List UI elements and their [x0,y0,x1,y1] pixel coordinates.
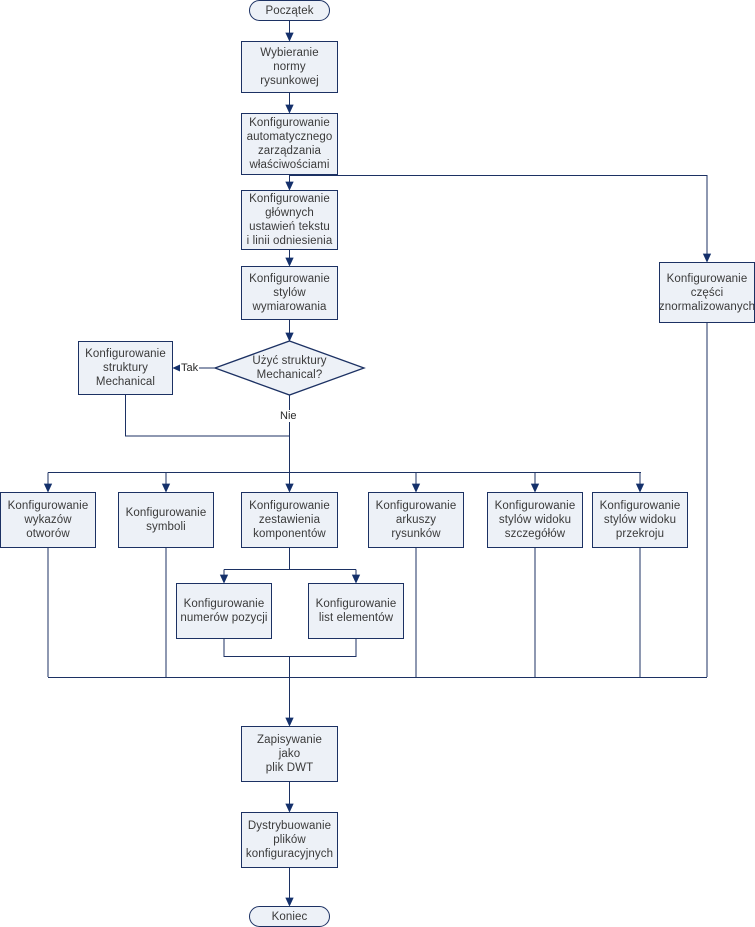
node-configure-auto-property-management[interactable]: Konfigurowanie automatycznego zarządzani… [241,113,338,175]
node-configure-detail-view-styles[interactable]: Konfigurowanie stylów widoku szczegółów [487,492,583,548]
node-start[interactable]: Początek [249,0,330,21]
node-save-as-dwt[interactable]: Zapisywanie jako plik DWT [241,726,338,782]
node-configure-section-view-styles[interactable]: Konfigurowanie stylów widoku przekroju [592,492,688,548]
node-configure-text-and-leader-settings[interactable]: Konfigurowanie głównych ustawień tekstu … [241,190,338,250]
node-distribute-config-files[interactable]: Dystrybuowanie plików konfiguracyjnych [241,812,338,868]
node-configure-symbols[interactable]: Konfigurowanie symboli [118,492,214,548]
node-configure-balloon-numbers[interactable]: Konfigurowanie numerów pozycji [176,583,272,639]
edge-label-no: Nie [279,410,298,422]
node-configure-element-lists[interactable]: Konfigurowanie list elementów [308,583,404,639]
node-configure-parts-list[interactable]: Konfigurowanie zestawienia komponentów [241,492,338,548]
node-configure-drawing-sheets[interactable]: Konfigurowanie arkuszy rysunków [368,492,464,548]
decision-label: Użyć struktury Mechanical? [252,355,327,381]
node-configure-mechanical-structure[interactable]: Konfigurowanie struktury Mechanical [78,341,173,395]
decision-diamond-shape [213,340,366,396]
edge-label-yes: Tak [180,362,200,374]
node-select-drawing-standard[interactable]: Wybieranie normy rysunkowej [241,41,338,93]
node-configure-dimension-styles[interactable]: Konfigurowanie stylów wymiarowania [241,266,338,320]
node-configure-hole-tables[interactable]: Konfigurowanie wykazów otworów [0,492,96,548]
node-end[interactable]: Koniec [249,906,330,927]
node-configure-standard-parts[interactable]: Konfigurowanie części znormalizowanych [659,262,755,323]
node-decision-use-mechanical-structure[interactable]: Użyć struktury Mechanical? [215,341,364,395]
